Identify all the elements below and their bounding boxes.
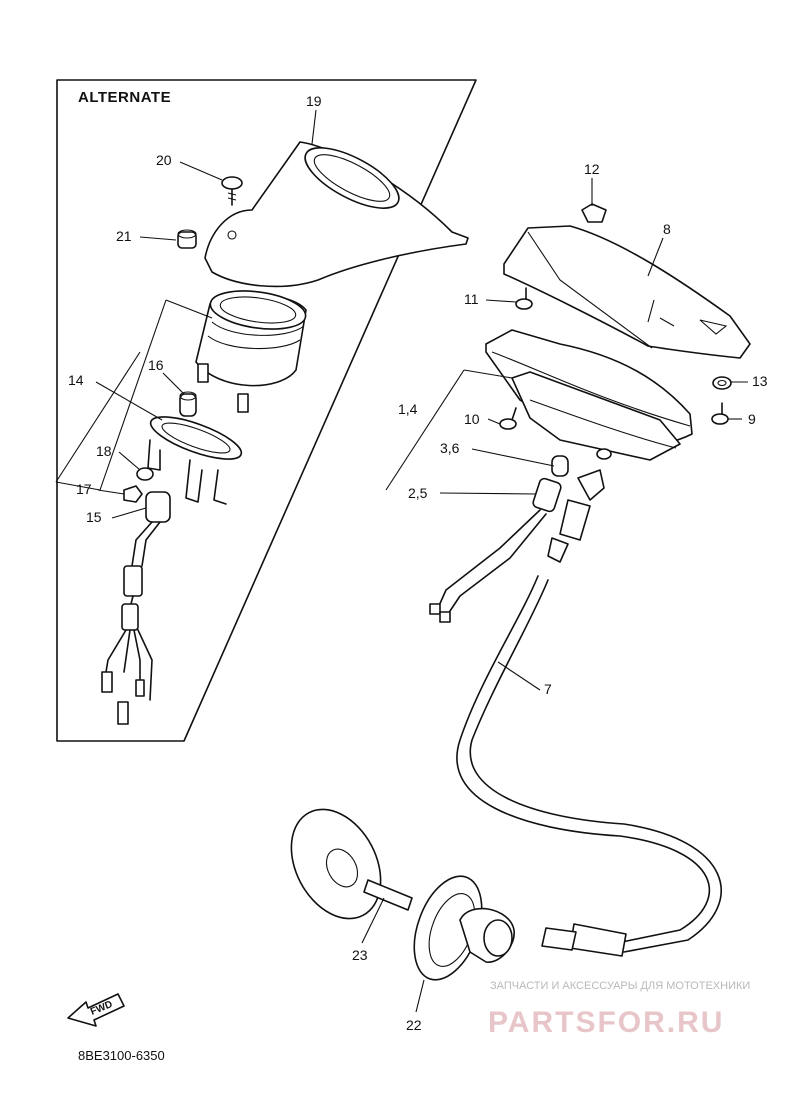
part-12-grommet bbox=[581, 203, 607, 223]
callout-21: 21 bbox=[116, 228, 132, 244]
callout-14: 14 bbox=[68, 372, 84, 388]
alternate-title: ALTERNATE bbox=[78, 89, 171, 106]
callout-17: 17 bbox=[76, 481, 92, 497]
callout-13: 13 bbox=[752, 373, 768, 389]
part-8-meter-cover bbox=[503, 225, 751, 359]
part-23-shaft bbox=[290, 808, 413, 920]
watermark-caption: ЗАПЧАСТИ И АКСЕССУАРЫ ДЛЯ МОТОТЕХНИКИ bbox=[490, 980, 750, 992]
part-19-visor bbox=[204, 141, 469, 288]
callout-12: 12 bbox=[584, 161, 600, 177]
part-10-screw bbox=[499, 407, 517, 430]
watermark-logo: PARTSFOR.RU bbox=[488, 1006, 724, 1039]
part-1-4-meter-assembly bbox=[485, 329, 693, 461]
part-15-wire-harness bbox=[101, 491, 171, 725]
part-18-cushion bbox=[136, 467, 154, 481]
part-17-nut bbox=[123, 485, 143, 503]
callout-16: 16 bbox=[148, 357, 164, 373]
part-20-screw bbox=[221, 176, 243, 206]
callout-15: 15 bbox=[86, 509, 102, 525]
part-11-screw bbox=[515, 287, 533, 310]
part-9-screw bbox=[711, 402, 729, 425]
callout-1-4: 1,4 bbox=[398, 401, 418, 417]
part-3-6-bulb bbox=[551, 455, 569, 477]
part-16-meter-alternate bbox=[179, 290, 307, 417]
callout-22: 22 bbox=[406, 1017, 422, 1033]
callout-10: 10 bbox=[464, 411, 480, 427]
leader-lines bbox=[55, 109, 748, 1013]
callout-19: 19 bbox=[306, 93, 322, 109]
callout-8: 8 bbox=[663, 221, 671, 237]
part-14-bracket bbox=[147, 416, 243, 505]
part-13-nut bbox=[712, 376, 732, 390]
callout-9: 9 bbox=[748, 411, 756, 427]
callout-23: 23 bbox=[352, 947, 368, 963]
callout-11: 11 bbox=[464, 291, 479, 307]
callout-3-6: 3,6 bbox=[440, 440, 460, 456]
part-code: 8BE3100-6350 bbox=[78, 1048, 165, 1063]
callout-2-5: 2,5 bbox=[408, 485, 428, 501]
part-7-speedo-cable bbox=[456, 469, 722, 957]
fwd-arrow-icon: FWD bbox=[67, 993, 125, 1027]
part-22-gear-unit bbox=[413, 875, 515, 981]
part-2-5-socket bbox=[429, 477, 562, 623]
callout-7: 7 bbox=[544, 681, 552, 697]
alternate-frame bbox=[56, 79, 477, 742]
part-21-grommet bbox=[177, 229, 197, 249]
callout-20: 20 bbox=[156, 152, 172, 168]
callout-18: 18 bbox=[96, 443, 112, 459]
